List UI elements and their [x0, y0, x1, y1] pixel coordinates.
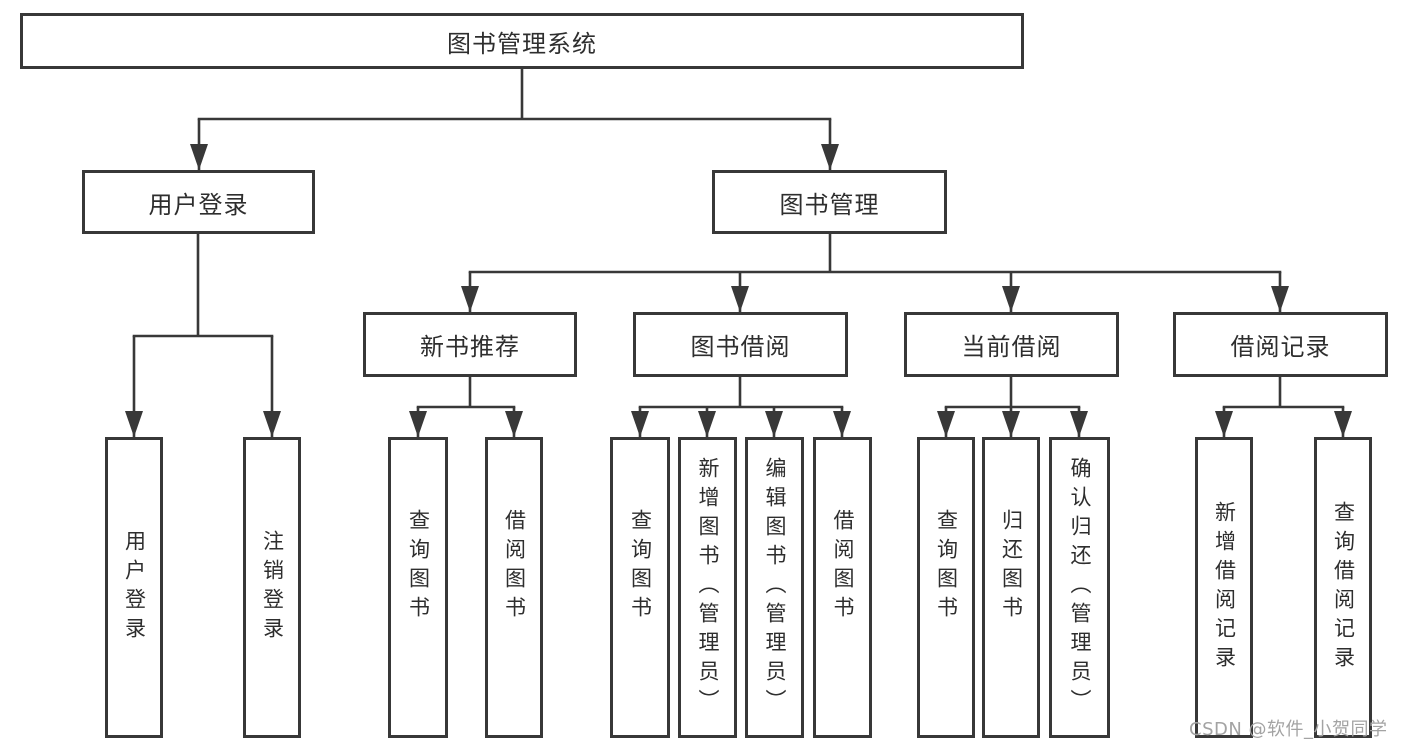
leaf-label: 新增借阅记录	[1212, 500, 1237, 675]
leaf-user-login: 用户登录	[105, 437, 163, 738]
node-label: 当前借阅	[961, 333, 1062, 361]
node-label: 图书管理	[779, 190, 880, 219]
node-user-login: 用户登录	[82, 170, 315, 234]
leaf-logout: 注销登录	[243, 437, 301, 738]
node-new-book-recommend: 新书推荐	[363, 312, 577, 377]
node-label: 图书借阅	[690, 333, 791, 361]
leaf-label: 用户登录	[122, 529, 147, 646]
leaf-label: 编辑图书（管理员）	[763, 457, 787, 718]
leaf-return-books: 归还图书	[982, 437, 1040, 738]
leaf-confirm-return-admin: 确认归还（管理员）	[1049, 437, 1110, 738]
leaf-label: 查询图书	[628, 508, 653, 625]
leaf-query-borrow-record: 查询借阅记录	[1314, 437, 1372, 738]
node-book-borrow: 图书借阅	[633, 312, 848, 377]
leaf-label: 借阅图书	[831, 508, 855, 625]
node-book-management: 图书管理	[712, 170, 947, 234]
leaf-borrow-books: 借阅图书	[813, 437, 872, 738]
node-label: 图书管理系统	[447, 29, 597, 58]
node-library-management-system: 图书管理系统	[20, 13, 1024, 69]
node-label: 新书推荐	[420, 333, 520, 361]
leaf-query-books-current: 查询图书	[917, 437, 975, 738]
leaf-add-book-admin: 新增图书（管理员）	[678, 437, 737, 738]
leaf-label: 归还图书	[999, 508, 1024, 625]
leaf-label: 借阅图书	[502, 508, 527, 625]
leaf-borrow-books-recommend: 借阅图书	[485, 437, 543, 738]
leaf-edit-book-admin: 编辑图书（管理员）	[745, 437, 804, 738]
leaf-label: 注销登录	[260, 529, 285, 646]
leaf-label: 查询借阅记录	[1331, 500, 1356, 675]
leaf-label: 确认归还（管理员）	[1068, 457, 1092, 718]
node-label: 借阅记录	[1230, 333, 1331, 361]
node-current-borrow: 当前借阅	[904, 312, 1119, 377]
watermark: CSDN @软件_小贺同学	[1189, 719, 1388, 740]
leaf-label: 查询图书	[406, 508, 431, 625]
node-label: 用户登录	[148, 190, 249, 219]
leaf-query-books-borrow: 查询图书	[610, 437, 670, 738]
leaf-query-books-recommend: 查询图书	[388, 437, 448, 738]
leaf-label: 新增图书（管理员）	[696, 457, 720, 718]
leaf-label: 查询图书	[934, 508, 959, 625]
node-borrow-records: 借阅记录	[1173, 312, 1388, 377]
leaf-add-borrow-record: 新增借阅记录	[1195, 437, 1253, 738]
